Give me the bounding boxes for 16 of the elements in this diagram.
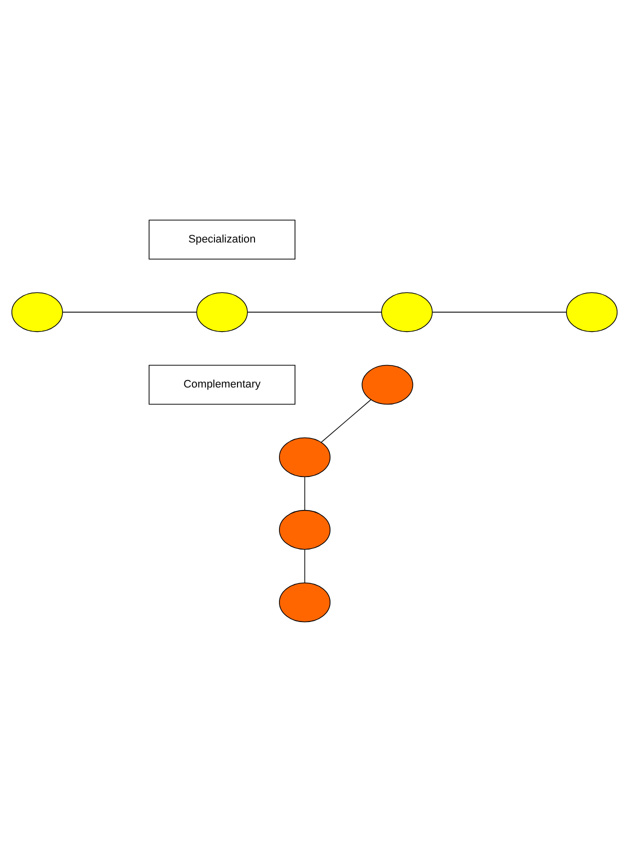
node-ellipse: [566, 292, 618, 332]
connector: [304, 476, 306, 511]
node-ellipse: [362, 364, 414, 405]
node-ellipse: [196, 292, 248, 332]
node-box: Complementary: [148, 364, 296, 405]
connector: [320, 399, 372, 443]
connector: [62, 312, 197, 313]
node-ellipse: [279, 437, 330, 478]
node-box: Specialization: [148, 220, 296, 260]
node-ellipse: [381, 292, 433, 332]
node-ellipse: [279, 510, 330, 550]
node-ellipse: [11, 292, 63, 332]
connector: [247, 312, 382, 313]
node-ellipse: [279, 582, 330, 622]
connector: [432, 312, 567, 313]
connector: [304, 549, 306, 584]
